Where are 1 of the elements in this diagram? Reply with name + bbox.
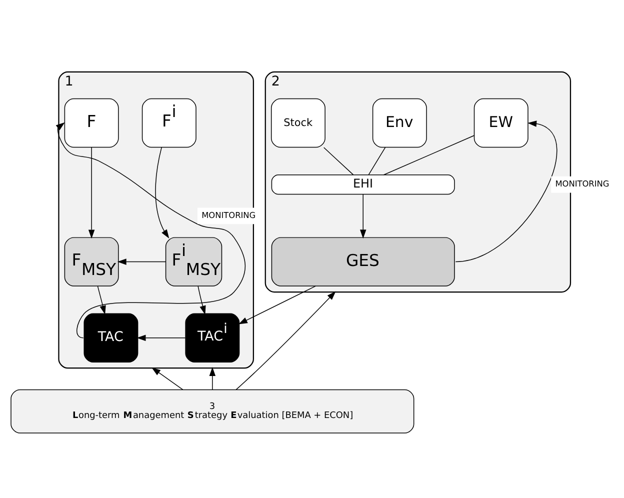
edge-label: MONITORING — [202, 210, 256, 220]
